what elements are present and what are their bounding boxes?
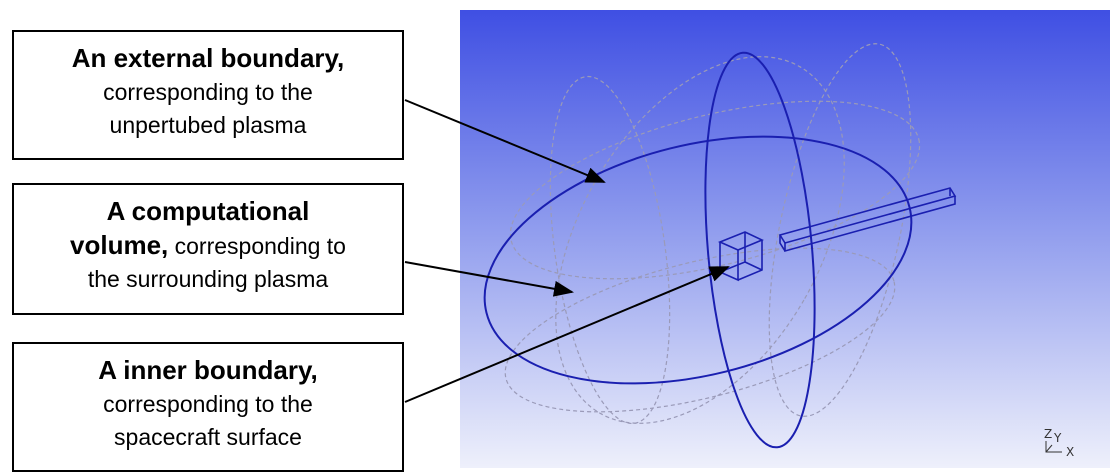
callout-line: corresponding to the (103, 79, 313, 105)
callout-title: A computational (106, 196, 310, 226)
axis-label-z: Z (1044, 427, 1052, 441)
callout-line: corresponding to the (103, 391, 313, 417)
callout-line: unpertubed plasma (109, 112, 307, 138)
spacecraft-boom (778, 187, 957, 253)
dashed-meridian-center (555, 56, 845, 424)
callout-title: A inner boundary, (98, 355, 318, 385)
dashed-latitude-lower (504, 247, 896, 413)
callout-line: the surrounding plasma (87, 266, 329, 292)
spacecraft-body (717, 231, 764, 282)
dashed-meridian-left (549, 75, 671, 425)
viewport-3d (460, 10, 1110, 468)
callout-computational-volume: A computational volume, corresponding to… (12, 183, 404, 315)
dashed-latitude-upper (509, 100, 921, 280)
callout-inner-boundary: A inner boundary, corresponding to the s… (12, 342, 404, 472)
arrow-external-boundary (404, 99, 606, 183)
axis-triad (1045, 441, 1062, 453)
axis-label-y: Y (1053, 431, 1062, 445)
callout-title: An external boundary, (71, 43, 345, 73)
dashed-meridian-right (768, 43, 912, 417)
callout-line: corresponding to (168, 233, 346, 259)
callout-title-continued: volume, (70, 230, 169, 260)
callout-external-boundary: An external boundary, corresponding to t… (12, 30, 404, 160)
arrow-computational-volume (404, 261, 574, 297)
axis-label-x: X (1066, 445, 1074, 459)
callout-line: spacecraft surface (114, 424, 302, 450)
outer-boundary-vertical (704, 51, 816, 449)
outer-boundary-horizontal (483, 135, 913, 385)
arrow-inner-boundary (404, 266, 730, 403)
